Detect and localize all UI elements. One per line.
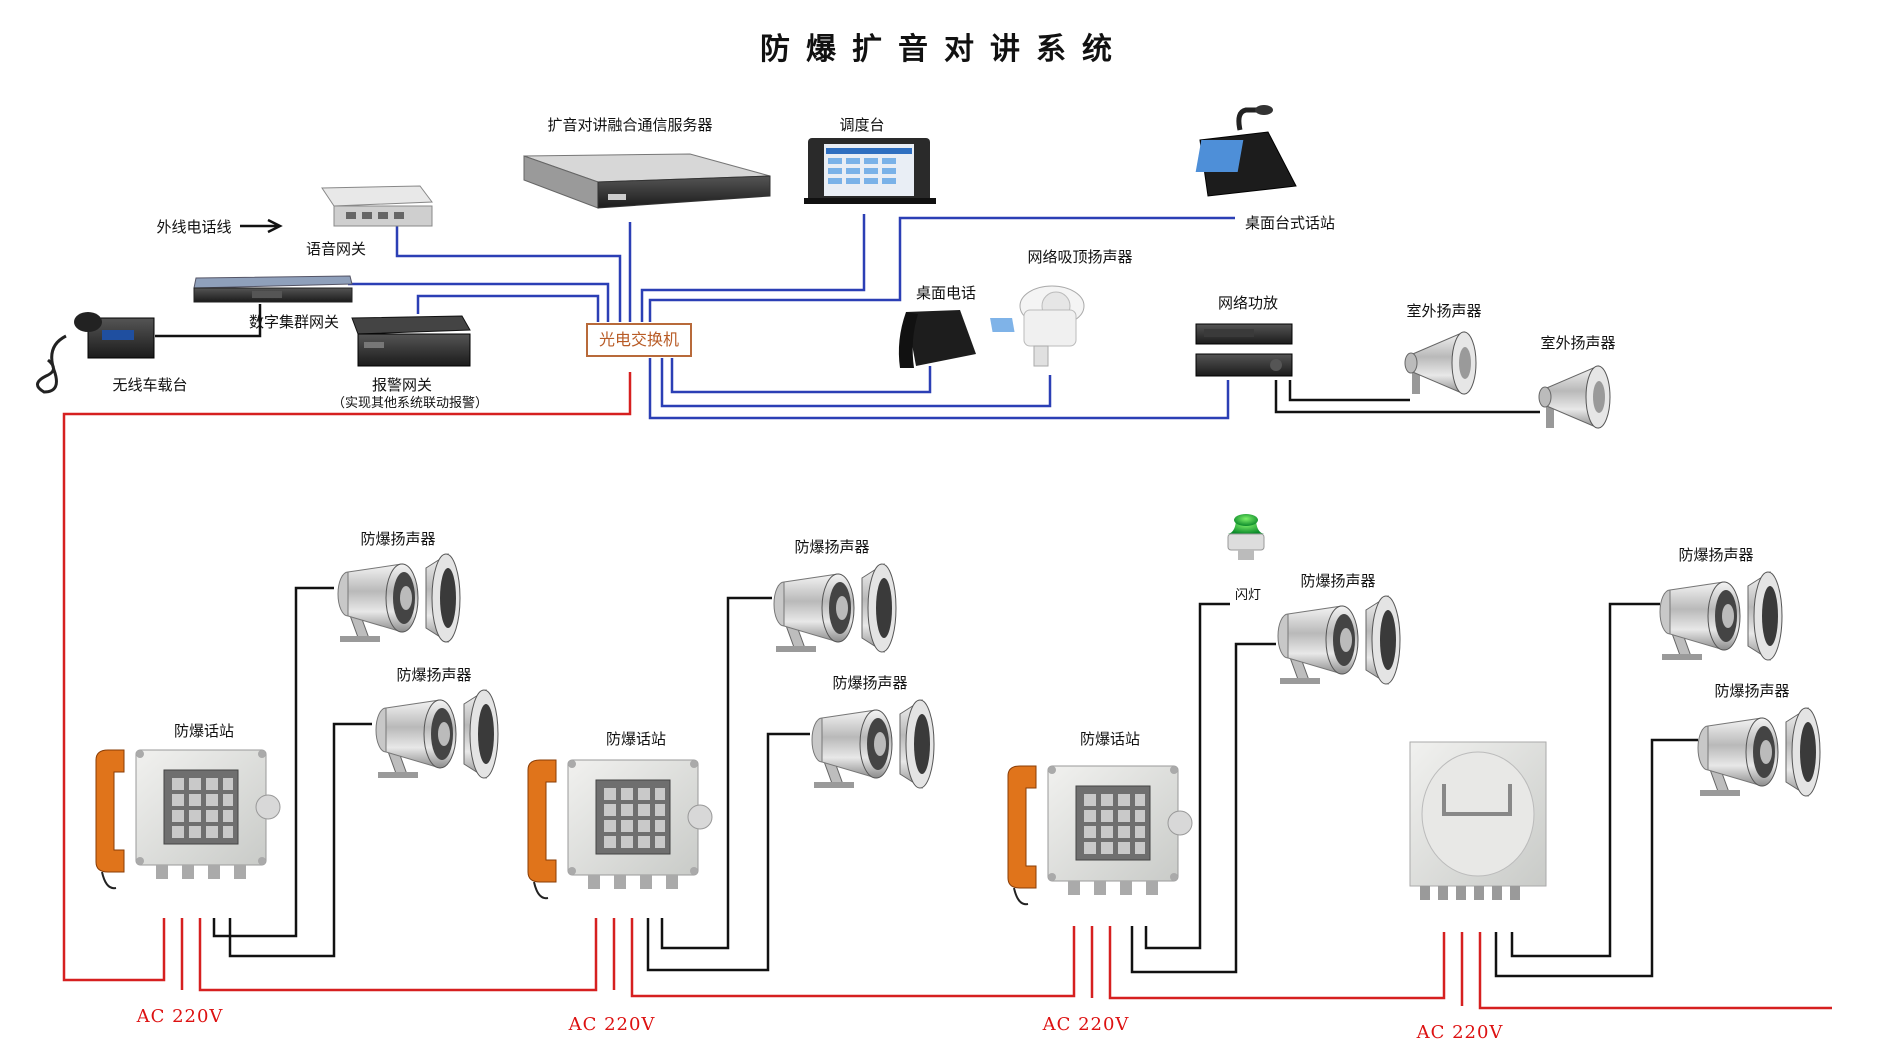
ex-speaker-3-device [1277, 595, 1401, 685]
outside-line-label: 外线电话线 [156, 218, 232, 236]
ex-speaker-4a-label: 防爆扬声器 [1678, 546, 1754, 564]
power-label-1: AC 220V [136, 1006, 224, 1027]
ex-station-2-label: 防爆话站 [605, 730, 667, 748]
wire-s4-b [1494, 738, 1698, 978]
outdoor-speaker-1-label: 室外扬声器 [1406, 302, 1482, 320]
power-main [62, 372, 632, 982]
wire-s1-b [228, 722, 372, 958]
ex-speaker-4b-label: 防爆扬声器 [1714, 682, 1790, 700]
flash-light-device [1227, 514, 1265, 560]
wire-s2-a [660, 596, 772, 950]
console-label: 调度台 [839, 116, 885, 134]
power-label-4: AC 220V [1416, 1022, 1504, 1043]
field-wiring [212, 586, 1698, 978]
alarm-gateway-label: 报警网关 [371, 376, 433, 394]
link-voice-gateway [395, 224, 622, 322]
alarm-gateway-device [351, 315, 471, 367]
trunk-gateway-device [193, 275, 353, 303]
diagram-title: 防爆扩音对讲系统 [760, 32, 1128, 67]
link-desk-station [648, 216, 1235, 322]
desk-phone-device [898, 310, 1015, 368]
link-amp-outdoor2 [1274, 380, 1540, 414]
ex-station-3-label: 防爆话站 [1079, 730, 1141, 748]
network-links [348, 214, 1235, 420]
console-device [804, 138, 936, 204]
desk-phone-label: 桌面电话 [915, 284, 977, 302]
outdoor-speaker-1-device [1404, 331, 1477, 395]
wire-s4-a [1510, 602, 1660, 958]
ex-speaker-1b-device [375, 689, 499, 779]
outside-line-arrow [240, 218, 283, 234]
wire-s3-a [1144, 602, 1230, 950]
outdoor-speaker-2-device [1538, 365, 1611, 429]
ex-speaker-1a-device [337, 553, 461, 643]
link-console [640, 214, 866, 322]
desk-station-label: 桌面台式话站 [1244, 214, 1336, 232]
power-label-2: AC 220V [568, 1014, 656, 1035]
ex-station-1-device [95, 749, 281, 890]
voice-gateway-device [321, 185, 433, 227]
ex-speaker-1a-label: 防爆扬声器 [360, 530, 436, 548]
ex-speaker-1b-label: 防爆扬声器 [396, 666, 472, 684]
link-amplifier [648, 358, 1230, 420]
optical-switch-box: 光电交换机 [586, 323, 692, 357]
ceiling-speaker-device [1019, 285, 1085, 367]
trunk-gateway-label: 数字集群网关 [248, 313, 340, 331]
link-trunk-gateway [348, 282, 610, 322]
ex-station-2-device [527, 759, 713, 900]
voice-gateway-label: 语音网关 [305, 240, 367, 258]
central-signal-links [155, 218, 1540, 414]
power-stn1-chain [198, 918, 598, 992]
server-label: 扩音对讲融合通信服务器 [547, 116, 713, 134]
ex-station-1-label: 防爆话站 [173, 722, 235, 740]
power-lines [62, 372, 1832, 1010]
link-desk-phone [670, 358, 932, 394]
ex-speaker-4b-device [1697, 707, 1821, 797]
link-alarm-gateway [416, 294, 600, 322]
wire-s2-b [646, 732, 810, 972]
power-stn3-chain [1108, 926, 1446, 1000]
ex-station-3-device [1007, 765, 1193, 906]
junction-box-device [1409, 741, 1547, 900]
ex-speaker-2b-label: 防爆扬声器 [832, 674, 908, 692]
radio-device [36, 312, 155, 394]
power-stn4-chain [1478, 932, 1832, 1010]
link-radio-trunk [155, 304, 262, 338]
ex-speaker-4a-device [1659, 571, 1783, 661]
radio-label: 无线车载台 [112, 376, 188, 394]
ex-speaker-2a-label: 防爆扬声器 [794, 538, 870, 556]
ex-speaker-2b-device [811, 699, 935, 789]
flash-light-label: 闪灯 [1234, 588, 1262, 603]
ex-speaker-3-label: 防爆扬声器 [1300, 572, 1376, 590]
outdoor-speaker-2-label: 室外扬声器 [1540, 334, 1616, 352]
optical-switch-label: 光电交换机 [598, 330, 679, 349]
desk-station-device [1195, 105, 1297, 197]
link-amp-outdoor1 [1288, 380, 1410, 402]
amplifier-device [1195, 323, 1293, 377]
ceiling-speaker-label: 网络吸顶扬声器 [1027, 248, 1133, 266]
amplifier-label: 网络功放 [1217, 294, 1279, 312]
power-label-3: AC 220V [1042, 1014, 1130, 1035]
power-stn2-chain [630, 918, 1076, 998]
alarm-gateway-note: （实现其他系统联动报警） [331, 396, 489, 411]
wire-s1-a [212, 586, 334, 938]
link-ceiling-speaker [660, 358, 1052, 408]
server-device [523, 153, 771, 209]
ex-speaker-2a-device [773, 563, 897, 653]
wire-s3-b [1130, 642, 1276, 974]
